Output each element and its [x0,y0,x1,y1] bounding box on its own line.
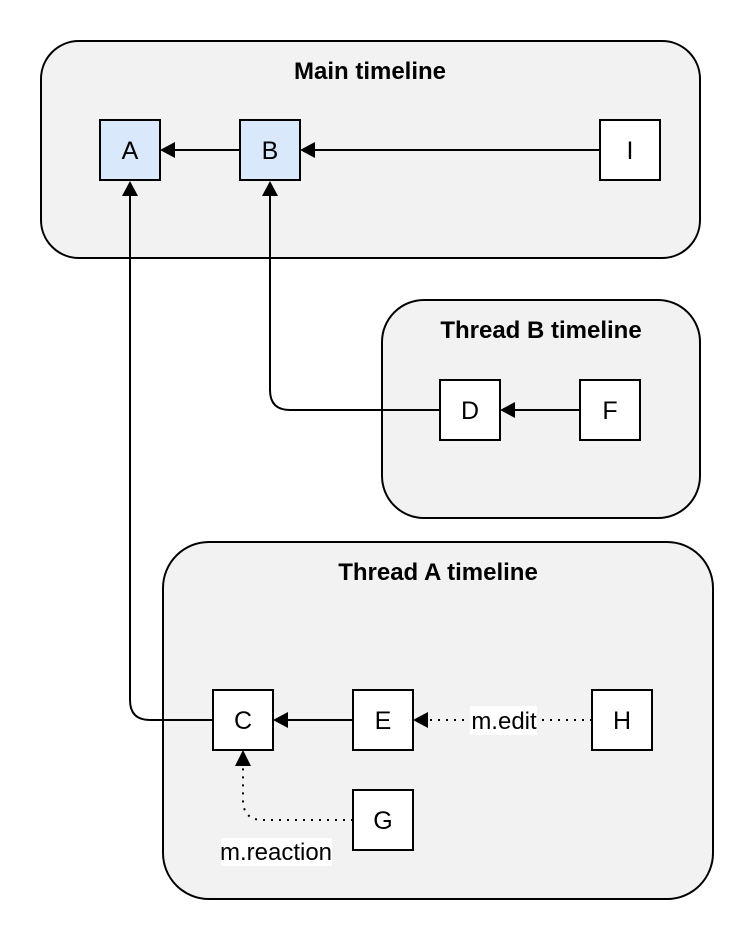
node-D-label: D [461,397,479,425]
m-edit-label-bg [470,706,537,735]
thread-a-timeline-title: Thread A timeline [338,559,538,586]
edge-C-to-A-arrowhead [122,181,138,196]
node-F-box [579,379,641,441]
node-B: B [239,119,301,181]
edge-F-to-D [500,402,580,418]
node-F: F [579,379,641,441]
thread-b-timeline-title: Thread B timeline [440,317,641,344]
m-reaction-label-bg [221,838,332,866]
edge-G-to-C-arrowhead [235,750,251,766]
node-A: A [99,119,161,181]
node-D: D [439,379,501,441]
edge-E-to-C-arrowhead [273,712,288,728]
node-H-label: H [613,707,631,735]
node-C: C [212,689,274,751]
node-A-box [99,119,161,181]
edge-E-to-C [273,712,353,728]
node-G-label: G [373,807,392,835]
edge-D-to-B [262,181,440,411]
edge-I-to-B [300,142,600,158]
node-B-box [239,119,301,181]
node-G: G [352,789,414,851]
node-A-label: A [122,137,139,165]
node-E-label: E [375,707,392,735]
edge-B-to-A [160,142,240,158]
edge-B-to-A-arrowhead [160,142,175,158]
node-E: E [352,689,414,751]
m-reaction-label: m.reaction [220,839,332,866]
edge-C-to-A-line [129,196,213,721]
node-H: H [591,689,653,751]
node-E-box [352,689,414,751]
edge-I-to-B-arrowhead [300,142,315,158]
edge-H-to-E-arrowhead [413,712,428,728]
node-I-label: I [627,137,634,165]
node-H-box [591,689,653,751]
edge-H-to-E: m.edit [413,706,592,735]
edge-G-to-C: m.reaction [220,750,353,866]
edge-C-to-A [122,181,213,721]
node-B-label: B [262,137,279,165]
edge-F-to-D-arrowhead [500,402,515,418]
edge-D-to-B-line [269,196,440,411]
edge-D-to-B-arrowhead [262,181,278,196]
node-C-box [212,689,274,751]
main-timeline-title: Main timeline [294,58,446,85]
node-D-box [439,379,501,441]
node-C-label: C [234,707,252,735]
node-I-box [599,119,661,181]
node-G-box [352,789,414,851]
m-edit-label: m.edit [471,708,537,735]
node-F-label: F [602,397,617,425]
node-I: I [599,119,661,181]
